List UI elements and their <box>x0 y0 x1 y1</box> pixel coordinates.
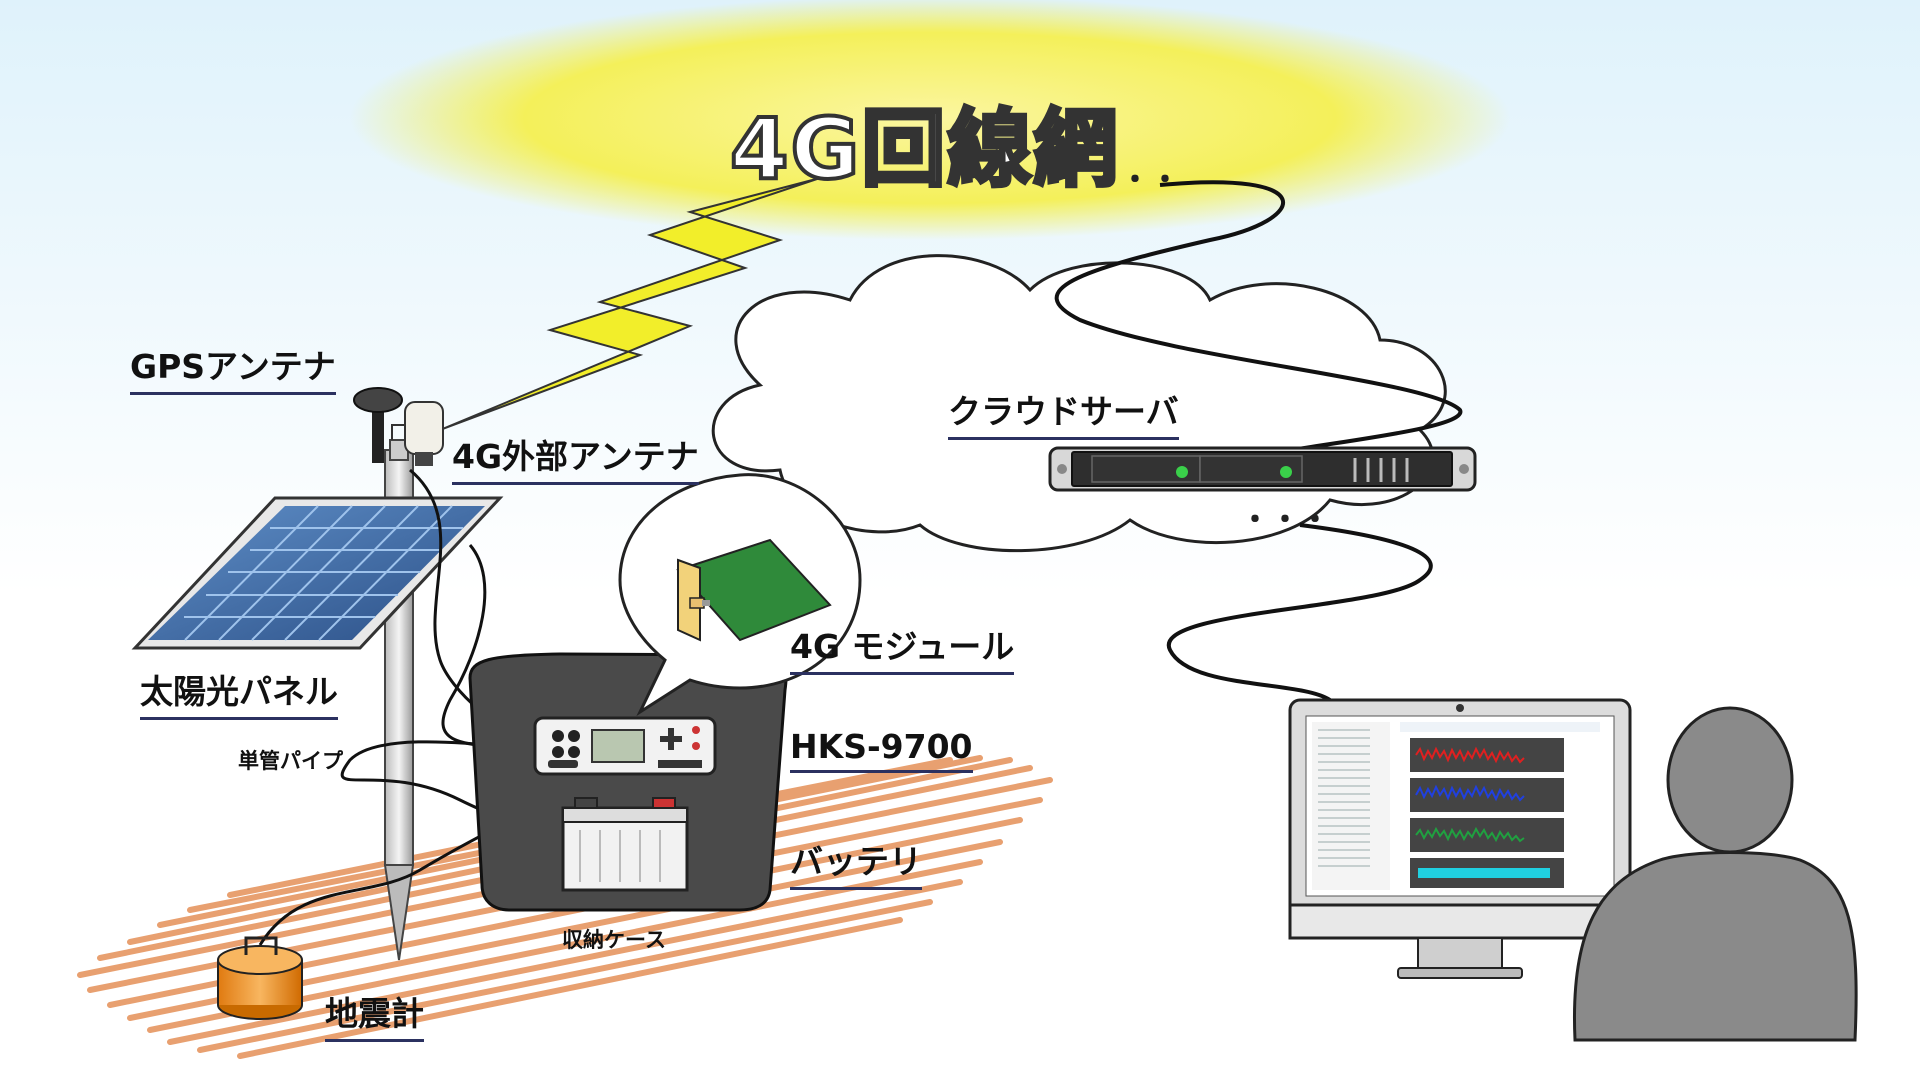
seismometer-icon <box>217 936 303 1020</box>
module-bubble <box>618 473 862 717</box>
solar-panel-icon <box>131 496 504 650</box>
module-board-icon <box>676 538 832 642</box>
cable-network-server <box>1054 180 1463 457</box>
cloud-server-label: クラウドサーバ <box>948 385 1179 440</box>
dots-top: ・・・ <box>1090 163 1180 198</box>
module-label: 4G モジュール <box>790 620 1015 675</box>
network-glow <box>350 0 1510 240</box>
pipe-label: 単管パイプ <box>238 749 343 773</box>
person-icon <box>1572 706 1858 1042</box>
external-antenna-icon <box>391 401 444 466</box>
network-title: 4G回線網 <box>728 98 1120 200</box>
monitor-icon <box>1288 698 1632 979</box>
battery-label: バッテリ <box>790 835 922 890</box>
gps-antenna-icon <box>353 387 403 463</box>
hks-device-icon <box>533 716 717 776</box>
cable-server-monitor <box>1166 523 1433 702</box>
device-label: HKS-9700 <box>790 727 973 773</box>
dots-bottom: ・・・ <box>1240 503 1330 538</box>
case-label: 収納ケース <box>562 928 666 952</box>
seismometer-label: 地震計 <box>325 987 424 1042</box>
gps-antenna-label: GPSアンテナ <box>130 340 336 395</box>
battery-icon <box>561 797 689 892</box>
cable-seismometer <box>258 740 546 946</box>
solar-panel-label: 太陽光パネル <box>140 665 338 720</box>
server-rack <box>1048 446 1477 492</box>
external-antenna-label: 4G外部アンテナ <box>452 430 699 485</box>
pipe-spike <box>383 864 415 961</box>
